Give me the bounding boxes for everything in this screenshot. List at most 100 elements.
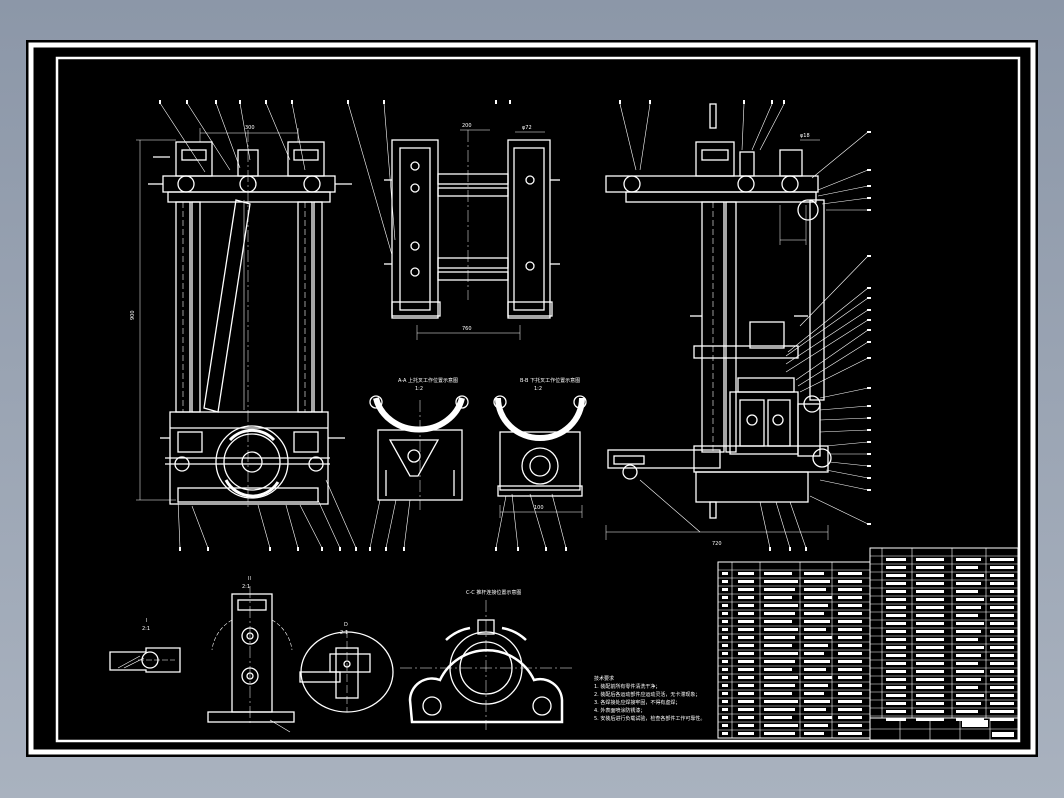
detail-ii-label: II (248, 576, 251, 582)
balloon-mark (743, 100, 745, 104)
notes-heading: 技术要求 (594, 675, 614, 682)
balloon-mark (291, 100, 293, 104)
balloon-mark (867, 329, 871, 331)
leader-lines-top (159, 102, 396, 256)
balloon-mark (495, 100, 497, 104)
svg-text:φ18: φ18 (800, 133, 810, 139)
balloon-mark (867, 387, 871, 389)
balloon-mark (649, 100, 651, 104)
detail-i-label: I (146, 618, 147, 624)
balloon-mark (355, 547, 357, 551)
balloon-mark (179, 547, 181, 551)
balloon-mark (867, 441, 871, 443)
detail-ii-view (207, 586, 295, 733)
balloon-mark (805, 547, 807, 551)
dimension-texts: 300 200 φ72 760 720 φ18 100 900 (130, 123, 810, 547)
technical-notes: 技术要求 1. 装配前所有零件清洗干净； 2. 装配后各运动部件应运动灵活，无卡… (594, 675, 705, 722)
balloon-mark (867, 185, 871, 187)
front-view (136, 102, 396, 549)
note-line: 4. 外表面喷涂防锈漆； (594, 707, 645, 714)
balloon-mark (495, 547, 497, 551)
detail-i-view (109, 647, 181, 673)
balloon-mark (297, 547, 299, 551)
section-a-title: A-A 上托叉工作位置示意图 (398, 377, 458, 384)
note-line: 2. 装配后各运动部件应运动灵活，无卡滞现象； (594, 691, 700, 698)
balloon-mark (619, 100, 621, 104)
balloon-mark (867, 429, 871, 431)
svg-text:φ72: φ72 (522, 125, 532, 131)
balloon-mark (339, 547, 341, 551)
view-titles: A-A 上托叉工作位置示意图 1:2 B-B 下托叉工作位置示意图 1:2 C-… (142, 377, 580, 636)
part-balloons (159, 100, 871, 551)
bearing-view-title: C-C 推杆连接位置示意图 (466, 589, 521, 596)
balloon-mark (383, 100, 385, 104)
detail-d-view (299, 630, 394, 713)
svg-text:300: 300 (245, 125, 255, 131)
balloon-mark (385, 547, 387, 551)
detail-d-scale: 2:1 (340, 630, 348, 636)
balloon-mark (403, 547, 405, 551)
balloon-mark (867, 523, 871, 525)
section-a-view (369, 395, 469, 510)
svg-text:900: 900 (130, 310, 136, 320)
balloon-mark (159, 100, 161, 104)
balloon-mark (509, 100, 511, 104)
balloon-mark (867, 341, 871, 343)
section-b-scale: 1:2 (534, 386, 542, 392)
svg-text:760: 760 (462, 326, 472, 332)
balloon-mark (565, 547, 567, 551)
section-b-title: B-B 下托叉工作位置示意图 (520, 377, 580, 384)
top-view (384, 129, 560, 340)
balloon-mark (867, 465, 871, 467)
side-view (605, 103, 869, 549)
svg-text:720: 720 (712, 541, 722, 547)
balloon-mark (867, 477, 871, 479)
balloon-mark (207, 547, 209, 551)
balloon-mark (867, 319, 871, 321)
balloon-mark (867, 287, 871, 289)
note-line: 3. 各焊接处应焊接牢固，不得有虚焊； (594, 699, 680, 706)
balloon-mark (867, 489, 871, 491)
balloon-mark (867, 309, 871, 311)
balloon-mark (517, 547, 519, 551)
balloon-mark (867, 197, 871, 199)
balloon-mark (867, 417, 871, 419)
balloon-mark (867, 209, 871, 211)
svg-text:100: 100 (534, 505, 544, 511)
section-b-view (369, 395, 587, 549)
detail-ii-scale: 2:1 (242, 584, 250, 590)
balloon-mark (265, 100, 267, 104)
note-line: 5. 安装后进行负载试验，检查各部件工作可靠性。 (594, 715, 705, 722)
balloon-mark (215, 100, 217, 104)
balloon-mark (769, 547, 771, 551)
parts-list-table-upper (869, 547, 1019, 721)
parts-list-table (717, 561, 871, 739)
balloon-mark (545, 547, 547, 551)
balloon-mark (867, 405, 871, 407)
note-line: 1. 装配前所有零件清洗干净； (594, 683, 660, 690)
balloon-mark (867, 169, 871, 171)
balloon-mark (321, 547, 323, 551)
outer-border (28, 42, 1036, 755)
balloon-mark (867, 357, 871, 359)
balloon-mark (369, 547, 371, 551)
balloon-mark (186, 100, 188, 104)
balloon-mark (867, 297, 871, 299)
detail-d-label: D (344, 622, 348, 628)
svg-text:200: 200 (462, 123, 472, 129)
balloon-mark (347, 100, 349, 104)
section-a-scale: 1:2 (415, 386, 423, 392)
balloon-mark (771, 100, 773, 104)
balloon-mark (789, 547, 791, 551)
balloon-mark (239, 100, 241, 104)
balloon-mark (783, 100, 785, 104)
balloon-mark (867, 255, 871, 257)
title-block (869, 717, 1019, 741)
bearing-seat-view (400, 600, 572, 730)
detail-i-scale: 2:1 (142, 626, 150, 632)
balloon-mark (867, 131, 871, 133)
inner-border (55, 56, 1021, 743)
balloon-mark (867, 453, 871, 455)
balloon-mark (269, 547, 271, 551)
